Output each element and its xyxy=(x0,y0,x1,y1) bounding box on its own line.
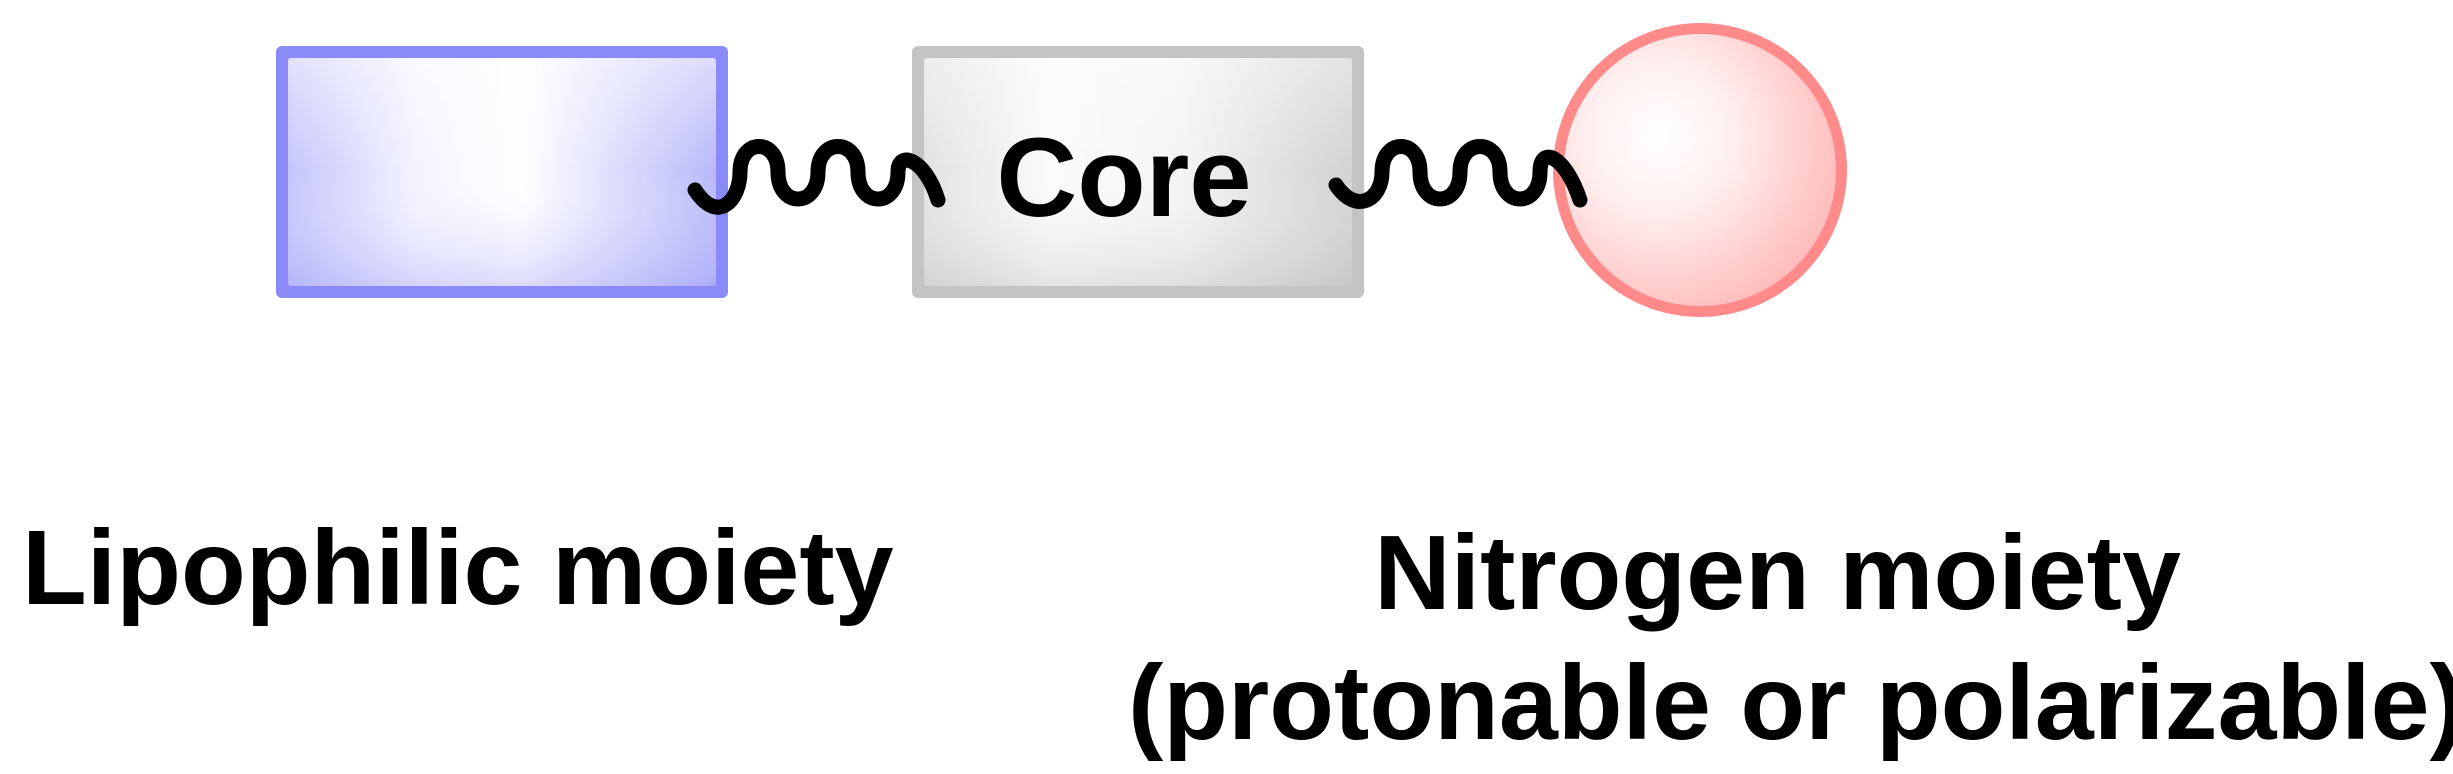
lipophilic-moiety-block xyxy=(276,46,728,298)
nitrogen-moiety-sphere xyxy=(1553,23,1847,317)
nitrogen-moiety-sublabel: (protonable or polarizable) xyxy=(1128,644,2453,762)
core-label: Core xyxy=(996,115,1251,240)
wavy-linker-right xyxy=(1328,139,1588,209)
core-block xyxy=(912,46,1364,298)
lipophilic-moiety-label: Lipophilic moiety xyxy=(22,509,894,627)
nitrogen-moiety-label: Nitrogen moiety xyxy=(1374,514,2181,632)
wavy-linker-left xyxy=(687,139,946,215)
